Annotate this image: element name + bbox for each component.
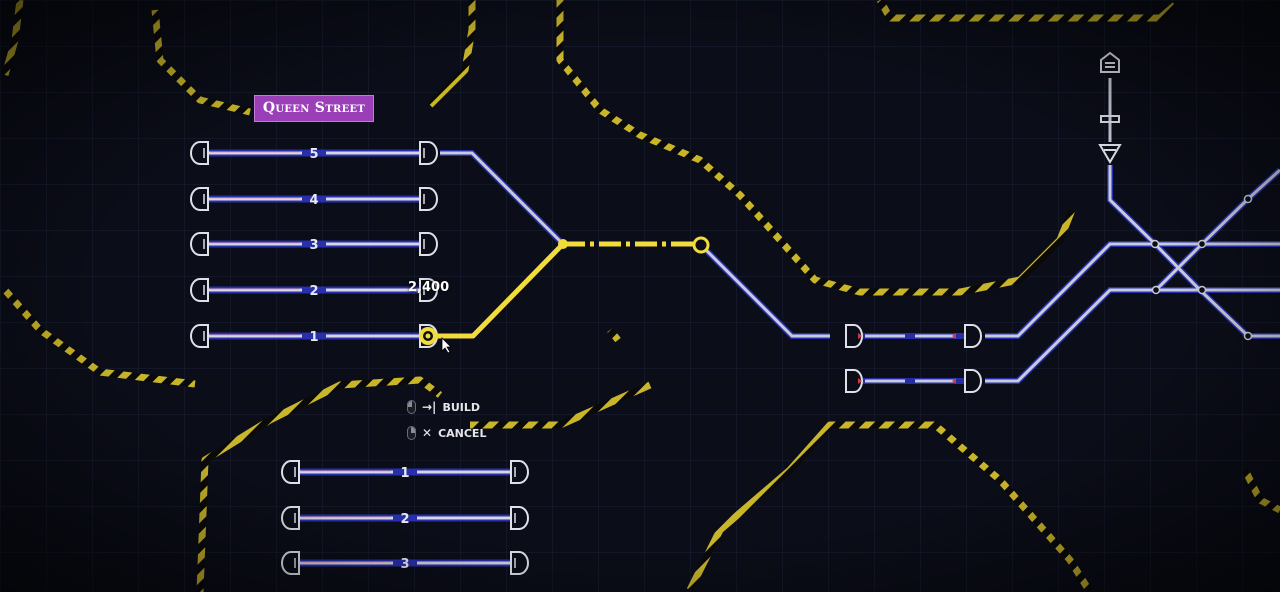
platform-number: 2: [309, 284, 318, 299]
left-mouse-icon: [407, 400, 416, 414]
buffer-stop-icon[interactable]: [510, 551, 529, 575]
build-hint[interactable]: →| BUILD: [407, 397, 480, 417]
build-endpoint-node: [692, 236, 710, 254]
buffer-stop-icon[interactable]: [190, 324, 209, 348]
cancel-hint-label: CANCEL: [438, 426, 487, 440]
platform-number: 4: [309, 193, 318, 208]
platform-number: 1: [309, 330, 318, 345]
buffer-stop-icon[interactable]: [190, 232, 209, 256]
buffer-stop-icon[interactable]: [419, 141, 438, 165]
buffer-stop-icon[interactable]: [190, 141, 209, 165]
build-arrow-icon: →|: [422, 400, 437, 414]
build-cost-label: 2,400: [408, 280, 450, 295]
buffer-stop-icon[interactable]: [190, 187, 209, 211]
buffer-stop-icon[interactable]: [190, 278, 209, 302]
platform-number: 3: [309, 238, 318, 253]
platform-number: 1: [400, 466, 409, 481]
buffer-stop-icon[interactable]: [419, 187, 438, 211]
right-mouse-icon: [407, 426, 416, 440]
platform-number: 5: [309, 147, 318, 162]
cancel-x-icon: ✕: [422, 426, 433, 440]
station-name-tag[interactable]: Queen Street: [254, 95, 374, 122]
buffer-stop-icon[interactable]: [419, 232, 438, 256]
build-hint-label: BUILD: [442, 400, 480, 414]
buffer-stop-icon[interactable]: [510, 506, 529, 530]
cancel-hint[interactable]: ✕ CANCEL: [407, 423, 486, 443]
platform-number: 2: [400, 512, 409, 527]
buffer-stop-icon[interactable]: [281, 506, 300, 530]
buffer-stop-icon[interactable]: [281, 460, 300, 484]
buffer-stop-icon[interactable]: [281, 551, 300, 575]
platform-number: 3: [400, 557, 409, 572]
buffer-stop-icon[interactable]: [510, 460, 529, 484]
